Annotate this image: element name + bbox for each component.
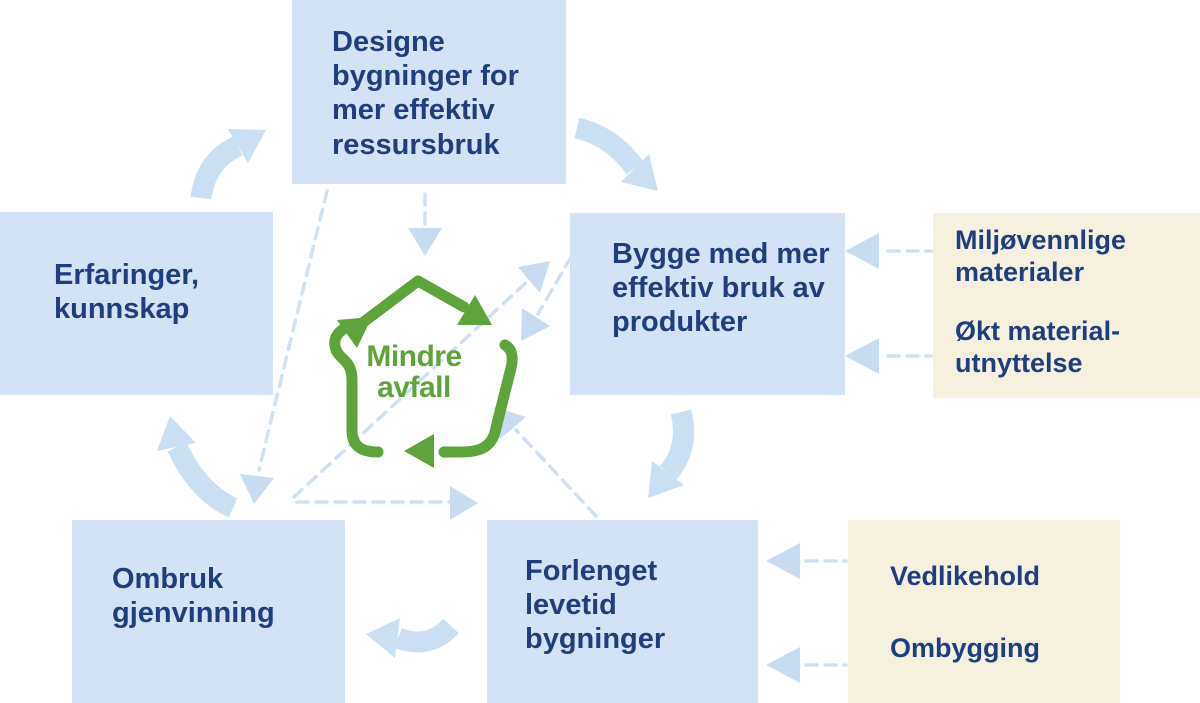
box-build-label: Bygge med mer effektiv bruk av produkter xyxy=(612,238,830,339)
dashed-arrow-materials-to-build-1 xyxy=(845,233,933,269)
box-reuse-label: Ombruk gjenvinning xyxy=(112,563,275,630)
note-box-maintenance: Vedlikehold Ombygging xyxy=(848,520,1120,703)
dashed-arrow-maintenance-to-lifetime-1 xyxy=(766,543,848,579)
box-design-buildings: Designe bygninger for mer effektiv ressu… xyxy=(292,0,566,184)
note-maintenance-item-1: Vedlikehold xyxy=(890,561,1041,591)
center-label: Mindre avfall xyxy=(366,340,462,404)
dashed-arrow-build-to-center xyxy=(521,255,573,341)
dashed-arrow-reuse-to-lifetime xyxy=(295,486,478,520)
dashed-arrow-materials-to-build-2 xyxy=(845,338,933,374)
dashed-arrow-lifetime-to-center xyxy=(494,407,598,518)
dashed-arrow-maintenance-to-lifetime-2 xyxy=(766,647,848,683)
cycle-arrow-lifetime-to-reuse xyxy=(366,618,459,658)
box-design-label: Designe bygninger for mer effektiv ressu… xyxy=(332,26,519,161)
box-reuse-recycling: Ombruk gjenvinning xyxy=(72,520,345,703)
box-experience-label: Erfaringer, kunnskap xyxy=(54,259,200,326)
box-experience-knowledge: Erfaringer, kunnskap xyxy=(0,212,273,395)
dashed-arrow-design-to-center xyxy=(408,192,442,256)
box-lifetime-label: Forlenget levetid bygninger xyxy=(525,555,666,656)
recycling-house-icon xyxy=(329,275,518,468)
cycle-arrow-design-to-build xyxy=(574,117,658,191)
box-extended-lifetime: Forlenget levetid bygninger xyxy=(487,520,758,703)
cycle-arrow-experience-to-design xyxy=(190,129,266,200)
cycle-arrow-reuse-to-experience xyxy=(157,416,238,518)
note-box-materials: Miljøvennlige materialer Økt material-ut… xyxy=(933,213,1200,398)
dashed-arrow-design-to-reuse xyxy=(240,189,329,504)
cycle-arrow-build-to-lifetime xyxy=(648,409,695,498)
note-materials-item-1: Miljøvennlige materialer xyxy=(955,225,1127,288)
dashed-arrow-reuse-to-build xyxy=(292,261,550,499)
note-materials-item-2: Økt material-utnyttelse xyxy=(955,315,1121,379)
box-build-efficient: Bygge med mer effektiv bruk av produkter xyxy=(570,213,845,395)
note-maintenance-item-2: Ombygging xyxy=(890,633,1040,664)
